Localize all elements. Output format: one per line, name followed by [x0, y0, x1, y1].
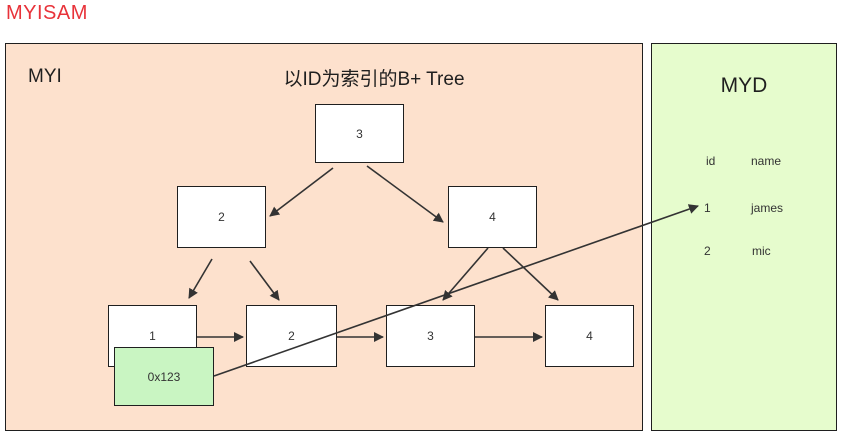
column-header-id: id: [706, 154, 716, 168]
myi-panel: MYI 以ID为索引的B+ Tree: [5, 43, 643, 431]
internal-node-left: 2: [177, 186, 266, 248]
leaf-node-2: 2: [246, 305, 337, 367]
diagram-title: MYISAM: [6, 2, 88, 24]
internal-node-right: 4: [448, 186, 537, 248]
myd-label: MYD: [720, 74, 768, 97]
btree-heading: 以ID为索引的B+ Tree: [283, 69, 465, 90]
row-2-name: mic: [752, 244, 771, 258]
row-2-id: 2: [704, 244, 711, 258]
row-1-id: 1: [704, 201, 711, 215]
row-1-name: james: [751, 201, 784, 215]
root-node: 3: [315, 104, 404, 163]
row-pointer: 0x123: [114, 347, 214, 406]
leaf-node-3: 3: [386, 305, 475, 367]
myd-panel: MYD: [651, 43, 837, 431]
column-header-name: name: [751, 154, 782, 168]
myi-label: MYI: [28, 66, 62, 87]
leaf-node-4: 4: [545, 305, 634, 367]
